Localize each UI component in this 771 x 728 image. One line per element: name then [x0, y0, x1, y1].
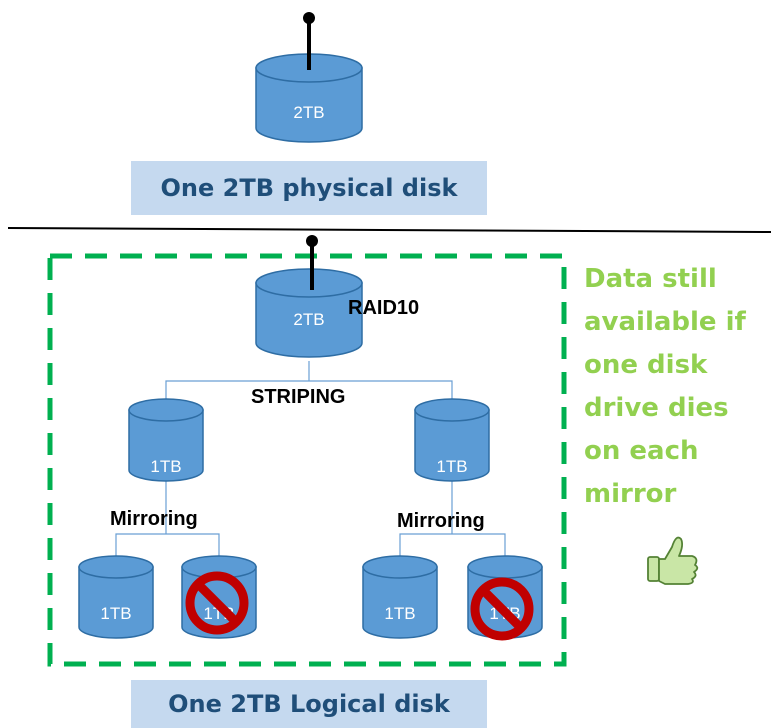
- physical-disk: 2TB: [255, 53, 363, 143]
- raid-root-disk: 2TB: [255, 268, 363, 358]
- logical-disk-border: [47, 253, 567, 667]
- mirror-disk-right: 1TB: [414, 398, 490, 482]
- note-line: available if: [584, 307, 746, 337]
- redundancy-note: Data still available if one disk drive d…: [584, 258, 769, 516]
- striping-label: STRIPING: [251, 386, 346, 408]
- note-line: on each: [584, 436, 699, 466]
- antenna-icon: [306, 235, 318, 290]
- note-line: Data still: [584, 264, 717, 294]
- antenna-icon: [303, 12, 315, 70]
- note-line: one disk: [584, 350, 708, 380]
- mirroring-label-left: Mirroring: [110, 508, 198, 530]
- note-line: mirror: [584, 479, 677, 509]
- physical-disk-label: 2TB: [293, 103, 324, 122]
- leaf-disk-3: 1TB: [362, 555, 438, 639]
- leaf-disk-3-label: 1TB: [384, 604, 415, 623]
- leaf-disk-1-label: 1TB: [100, 604, 131, 623]
- leaf-disk-1: 1TB: [78, 555, 154, 639]
- raid10-label: RAID10: [348, 297, 420, 319]
- mirroring-label-right: Mirroring: [397, 510, 485, 532]
- physical-disk-caption: One 2TB physical disk: [131, 161, 487, 215]
- raid-root-disk-label: 2TB: [293, 310, 324, 329]
- note-line: drive dies: [584, 393, 729, 423]
- mirror-disk-left-label: 1TB: [150, 457, 181, 476]
- divider-line: [7, 227, 771, 233]
- thumbs-up-icon: [647, 536, 699, 585]
- mirror-disk-right-label: 1TB: [436, 457, 467, 476]
- prohibited-icon: [470, 577, 534, 641]
- mirror-disk-left: 1TB: [128, 398, 204, 482]
- prohibited-icon: [185, 571, 249, 635]
- logical-disk-caption: One 2TB Logical disk: [131, 680, 487, 728]
